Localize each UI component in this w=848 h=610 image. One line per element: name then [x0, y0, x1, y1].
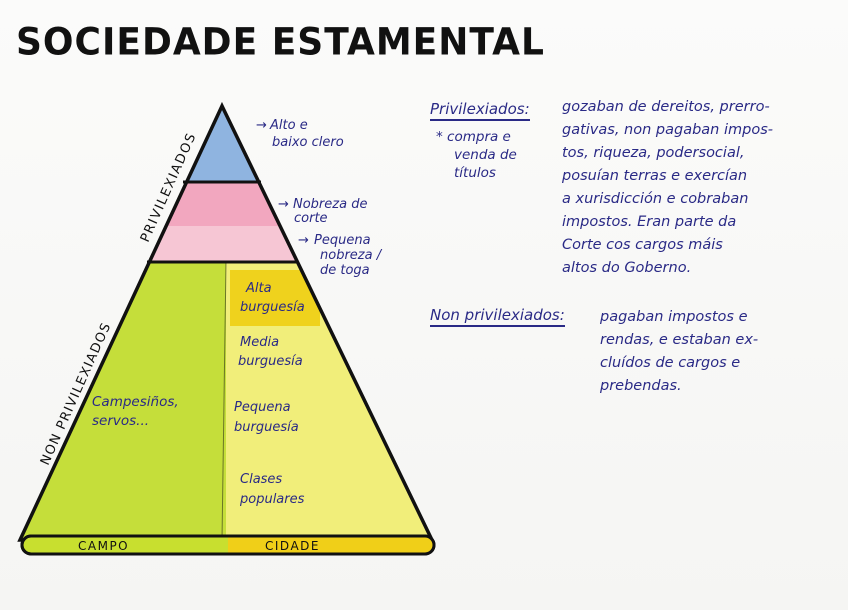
svg-text:Pequena: Pequena — [234, 400, 291, 415]
svg-text:nobreza /: nobreza / — [320, 248, 383, 263]
campesinos-label-line2: servos... — [92, 413, 149, 429]
svg-text:Nobreza de: Nobreza de — [293, 197, 367, 212]
svg-text:corte: corte — [294, 211, 328, 226]
svg-text:burguesía: burguesía — [234, 420, 299, 435]
svg-text:de toga: de toga — [320, 263, 370, 278]
arrow-pequena-nobreza: → — [298, 233, 309, 248]
svg-text:Alto e: Alto e — [269, 118, 308, 133]
page-title: SOCIEDADE ESTAMENTAL — [16, 20, 545, 65]
privilexiados-description: gozaban de dereitos, prerro- gativas, no… — [562, 99, 773, 276]
arrow-nobreza-corte: → — [278, 197, 289, 212]
svg-text:burguesía: burguesía — [240, 300, 305, 315]
svg-text:populares: populares — [239, 492, 305, 507]
base-cidade-label: CIDADE — [265, 539, 320, 553]
arrow-alto-clero: → — [256, 118, 267, 133]
svg-text:burguesía: burguesía — [238, 354, 303, 369]
svg-text:Alta: Alta — [245, 281, 272, 296]
svg-text:baixo clero: baixo clero — [272, 135, 344, 150]
divider-campo-cidade — [221, 261, 227, 541]
non-privilexiados-description: pagaban impostos e rendas, e estaban ex-… — [600, 309, 759, 394]
base-cidade-fill — [228, 537, 433, 553]
base-campo-label: CAMPO — [78, 539, 129, 553]
asterisk-note: * compra e venda de títulos — [436, 129, 517, 181]
svg-text:Clases: Clases — [240, 472, 282, 487]
svg-text:Pequena: Pequena — [314, 233, 371, 248]
privilexiados-heading: Privilexiados: — [430, 100, 530, 121]
svg-text:Media: Media — [240, 335, 279, 350]
non-privilexiados-heading: Non privilexiados: — [430, 306, 565, 327]
campesinos-label-line1: Campesiños, — [92, 394, 179, 410]
